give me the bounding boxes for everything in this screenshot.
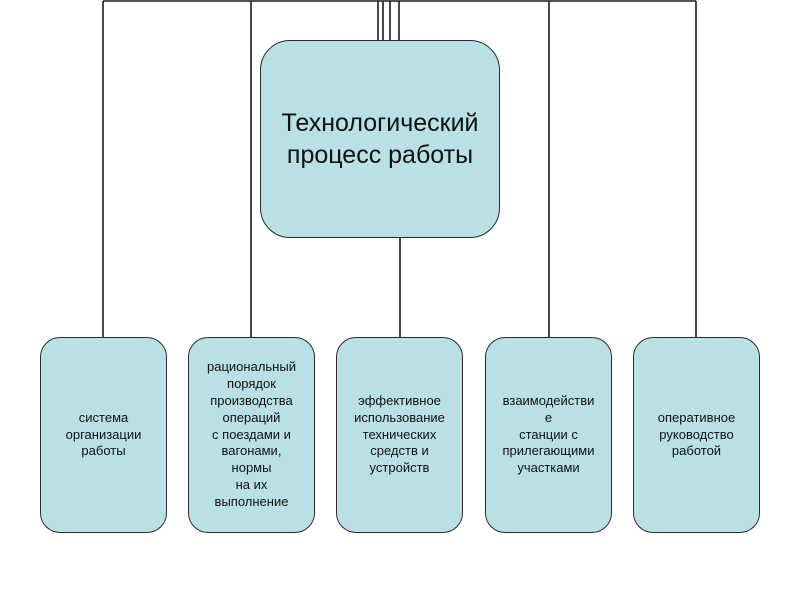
child-box-organization-system: система организации работы	[40, 337, 167, 533]
child-box-effective-use: эффективное использование технических ср…	[336, 337, 463, 533]
child-box-interaction: взаимодействи е станции с прилегающими у…	[485, 337, 612, 533]
child-box-label: оперативное руководство работой	[657, 409, 736, 459]
child-box-label: система организации работы	[65, 409, 142, 459]
child-box-label: взаимодействи е станции с прилегающими у…	[502, 392, 595, 476]
main-process-label: Технологический процесс работы	[281, 108, 479, 170]
child-box-label: рациональный порядок производства операц…	[207, 358, 296, 510]
child-box-label: эффективное использование технических ср…	[354, 392, 445, 476]
main-process-box: Технологический процесс работы	[260, 40, 500, 238]
child-box-operational-management: оперативное руководство работой	[633, 337, 760, 533]
child-box-rational-order: рациональный порядок производства операц…	[188, 337, 315, 533]
